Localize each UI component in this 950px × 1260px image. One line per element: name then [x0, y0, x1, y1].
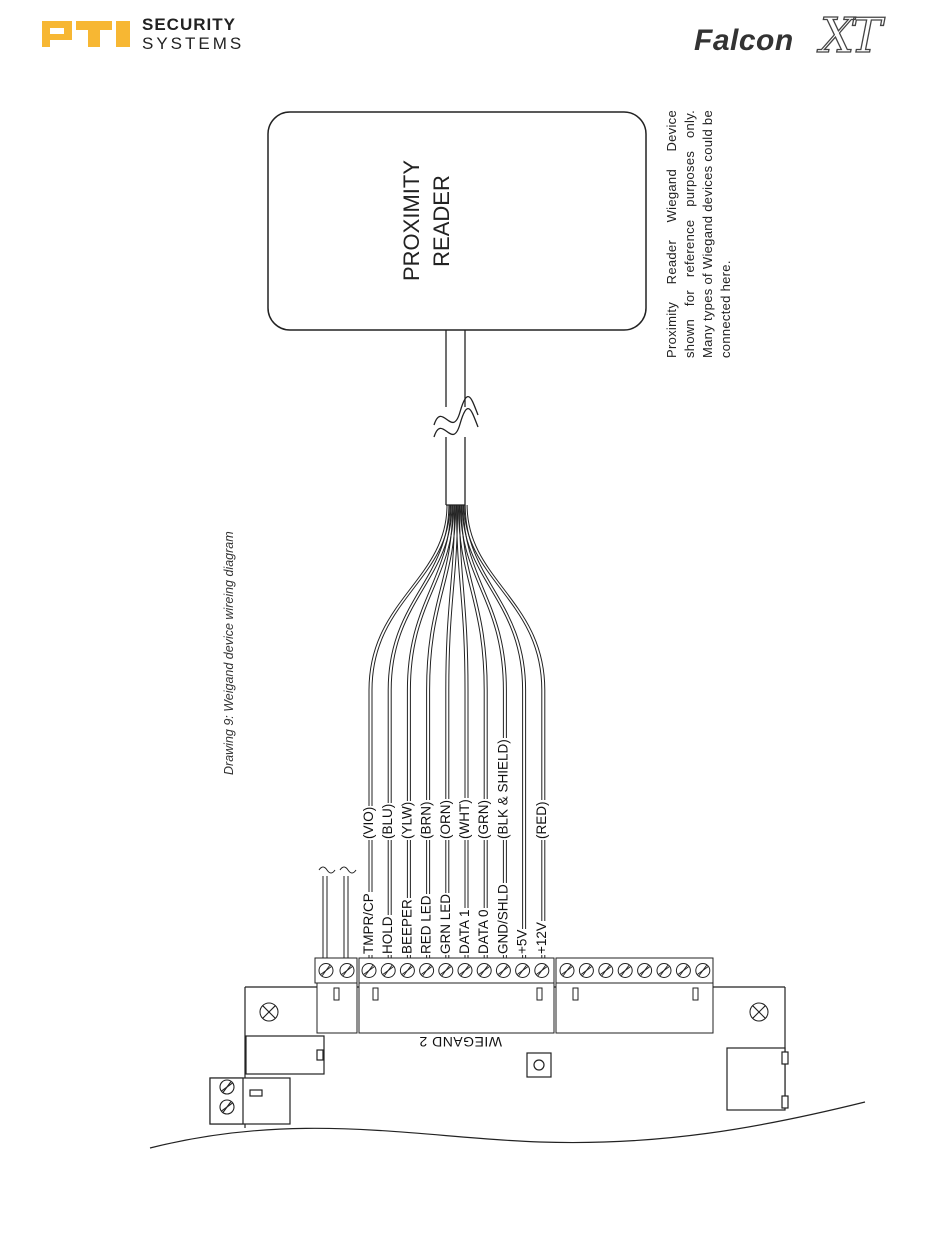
wire-terminal-name: GND/SHLD	[495, 883, 511, 955]
left-connector-screw	[219, 1079, 235, 1095]
wiegand-terminal-screw	[380, 963, 396, 978]
logo-line-systems: SYSTEMS	[142, 34, 245, 53]
logo-line-security: SECURITY	[142, 15, 236, 34]
wire-terminal-name: DATA 1	[457, 908, 472, 955]
pti-security-systems-logo: SECURITY SYSTEMS	[40, 15, 250, 55]
wire-color-code: (GRN)	[476, 799, 492, 840]
wire-label: DATA 1 (WHT)	[457, 798, 472, 955]
wire-terminal-name: GRN LED	[437, 892, 453, 955]
wire-terminal-name: DATA 0	[476, 908, 492, 955]
falcon-word: Falcon	[694, 24, 794, 57]
right-terminal-screw	[675, 963, 691, 978]
terminal-latch-4	[692, 987, 699, 1001]
proximity-reader-box	[267, 111, 647, 331]
aux-terminal-screw	[339, 963, 355, 978]
reader-title-line1: PROXIMITY	[399, 159, 424, 281]
wire-terminal-name: BEEPER	[399, 898, 415, 955]
wiegand-terminal-screw	[476, 963, 492, 978]
board-mounting-screw	[749, 1002, 769, 1022]
wire-color-code: (ORN)	[437, 799, 453, 840]
wire-4	[445, 504, 456, 958]
wiegand-terminal-screw	[399, 963, 415, 978]
right-terminal-screw	[656, 963, 672, 978]
right-terminal-screw	[617, 963, 633, 978]
right-terminal-screw	[695, 963, 711, 978]
wire-0	[368, 504, 448, 958]
wire-edge-9	[466, 504, 546, 958]
right-terminal-screw	[637, 963, 653, 978]
wire-color-code: (VIO)	[361, 805, 376, 840]
wiegand-terminal-body	[358, 982, 555, 1034]
pti-logo-mark	[42, 21, 130, 47]
right-terminal-screw	[559, 963, 575, 978]
xt-mark: XT	[819, 7, 883, 64]
terminal-latch-1	[372, 987, 379, 1001]
right-terminal-body	[555, 982, 714, 1034]
wire-label: RED LED (BRN)	[418, 800, 434, 955]
extra-wire-tails	[318, 866, 357, 958]
reader-cable	[433, 330, 479, 506]
wire-6	[457, 504, 485, 958]
wire-1	[387, 504, 450, 958]
wiegand-terminal-screw	[534, 963, 550, 978]
left-connector-screw	[219, 1099, 235, 1115]
mounting-screws	[219, 1002, 769, 1115]
falcon-xt-logo: Falcon XT	[694, 7, 910, 64]
wiegand-terminal-screw	[495, 963, 511, 978]
right-terminal-screw	[578, 963, 594, 978]
wire-label: GND/SHLD (BLK & SHIELD)	[495, 738, 511, 955]
wiegand-terminal-screw	[419, 963, 435, 978]
wire-color-code: (BLK & SHIELD)	[495, 738, 511, 840]
wire-color-code: (BLU)	[380, 802, 396, 840]
wire-label: +5V	[514, 928, 530, 955]
wire-terminal-name: +5V	[514, 928, 530, 955]
terminal-blocks	[314, 957, 714, 1034]
wire-5	[456, 504, 466, 958]
terminal-latch-3	[572, 987, 579, 1001]
wire-8	[461, 504, 524, 958]
wire-label: TMPR/CP (VIO)	[361, 805, 376, 955]
wire-color-code: (YLW)	[399, 800, 415, 840]
right-terminal-screw	[598, 963, 614, 978]
wire-terminal-name: HOLD	[380, 915, 396, 955]
reference-note: Proximity Reader Wiegand Device shown fo…	[664, 110, 733, 358]
reader-title-line2: READER	[429, 175, 454, 267]
drawing-caption: Drawing 9: Weigand device wireing diagra…	[222, 531, 236, 775]
wire-label: +12V (RED)	[533, 800, 549, 955]
terminal-latch-2	[536, 987, 543, 1001]
wire-terminal-name: RED LED	[418, 894, 434, 955]
wiegand-terminal-screw	[457, 963, 473, 978]
wire-color-code: (BRN)	[418, 800, 434, 840]
wiegand-connector-label: WIEGAND 2	[418, 1034, 502, 1050]
wire-9	[463, 504, 543, 958]
wire-label: BEEPER (YLW)	[399, 800, 415, 955]
wire-terminal-name: +12V	[533, 921, 549, 955]
board-mounting-screw	[259, 1002, 279, 1022]
wire-bundle	[368, 504, 546, 958]
wiegand-terminal-screw	[361, 963, 377, 978]
wire-terminal-name: TMPR/CP	[361, 892, 376, 955]
wire-label: HOLD (BLU)	[380, 802, 396, 955]
terminal-latch-0	[333, 987, 340, 1001]
wire-2	[406, 504, 452, 958]
wire-label: DATA 0 (GRN)	[476, 799, 492, 955]
aux-terminal-screw	[318, 963, 334, 978]
wire-color-code: (WHT)	[457, 798, 472, 840]
wiegand-terminal-screw	[438, 963, 454, 978]
reader-title: PROXIMITY READER	[397, 159, 457, 281]
wiegand-terminal-screw	[515, 963, 531, 978]
wire-3	[426, 504, 454, 958]
wire-7	[459, 504, 504, 958]
wire-color-code: (RED)	[533, 800, 549, 840]
page-header: SECURITY SYSTEMS Falcon XT	[0, 0, 950, 80]
wire-label: GRN LED (ORN)	[437, 799, 453, 955]
